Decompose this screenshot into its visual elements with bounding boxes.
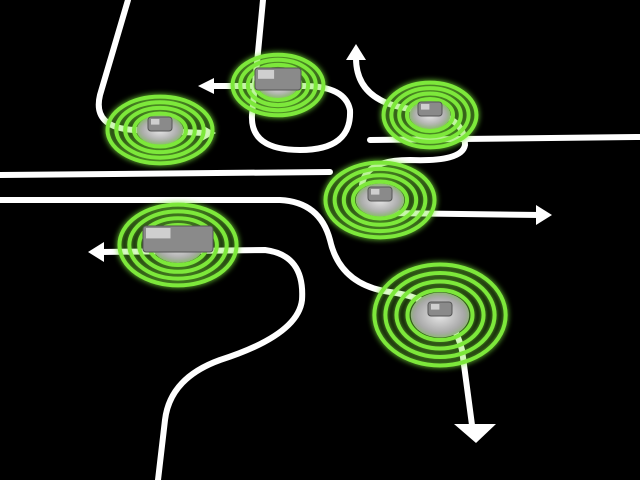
vehicle-signal-group <box>323 160 437 240</box>
signal-ring <box>341 173 419 227</box>
vehicle-signal-group <box>105 94 215 166</box>
signal-ring <box>245 62 311 108</box>
arrow-left-icon <box>198 78 214 94</box>
arrow-up-icon <box>346 44 366 60</box>
signal-ring <box>351 179 409 221</box>
signal-rings <box>105 52 508 368</box>
signal-ring <box>389 86 471 144</box>
signal-ring <box>137 216 219 274</box>
signal-ring <box>105 94 215 166</box>
direction-arrows <box>88 44 552 443</box>
signal-ring <box>394 279 486 351</box>
truck-icon <box>254 67 302 91</box>
signal-ring <box>405 288 475 342</box>
car-icon <box>417 101 443 117</box>
vehicle-signal-group <box>372 262 508 368</box>
signal-ring <box>372 262 508 368</box>
arrow-left-icon <box>88 242 104 262</box>
signal-ring <box>397 91 463 139</box>
signal-ring <box>127 209 229 281</box>
car-icon <box>147 116 173 132</box>
vehicle-signal-group <box>381 80 479 150</box>
signal-ring <box>123 105 197 155</box>
signal-ring <box>117 202 239 288</box>
road-line <box>209 0 354 153</box>
signal-ring <box>383 271 497 359</box>
bus-icon <box>142 225 214 253</box>
signal-ring <box>332 166 428 234</box>
signal-ring <box>381 80 479 150</box>
road-line <box>99 247 306 480</box>
vehicle-signal-group <box>117 202 239 288</box>
arrow-right-icon <box>536 205 552 225</box>
car-icon <box>367 186 393 202</box>
signal-ring <box>405 97 455 133</box>
signal-ring <box>230 52 326 118</box>
car-icon <box>427 301 453 317</box>
road-line <box>0 169 333 178</box>
signal-ring <box>114 100 206 160</box>
signal-ring <box>323 160 437 240</box>
vehicle-signal-group <box>230 52 326 118</box>
arrow-down-icon <box>454 424 496 443</box>
signal-ring <box>132 111 188 149</box>
signal-ring <box>238 57 318 113</box>
